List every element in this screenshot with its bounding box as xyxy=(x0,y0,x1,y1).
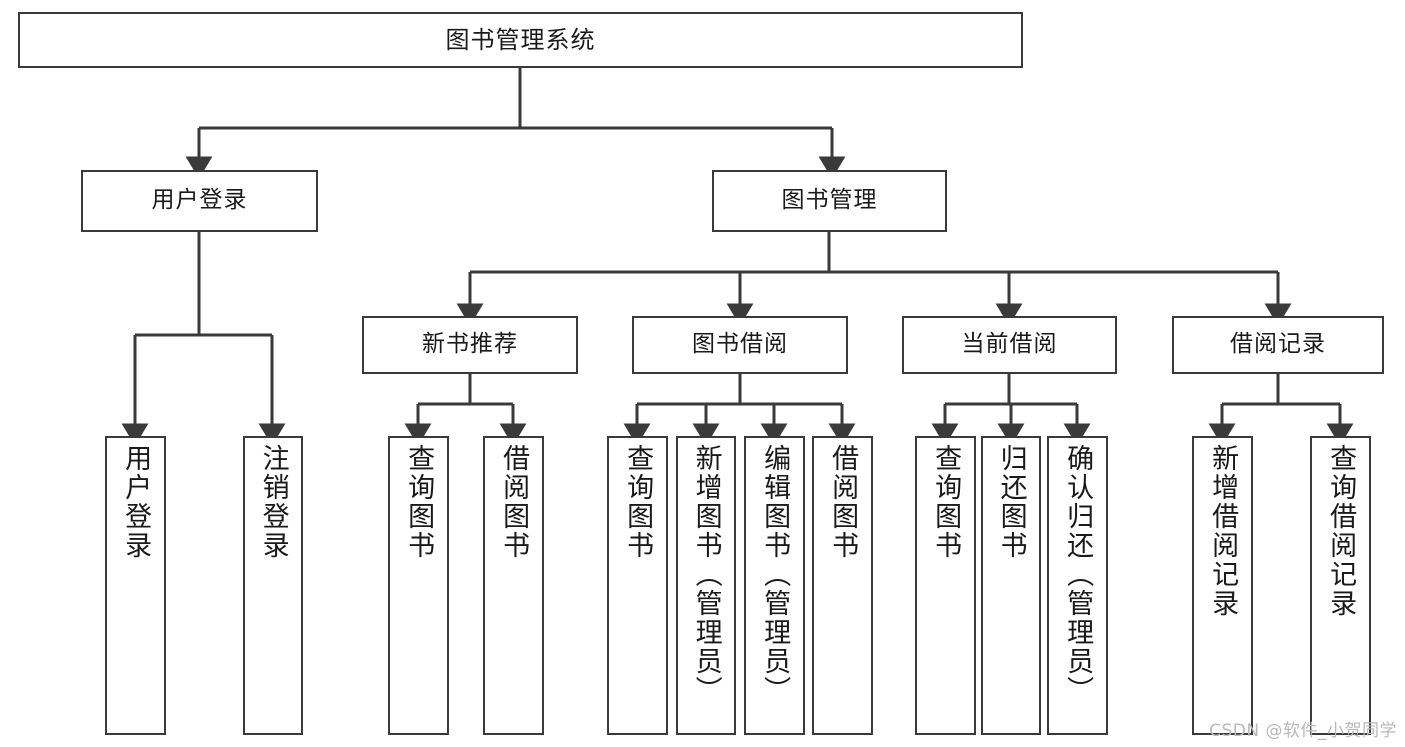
leaf-book-borrow-add[interactable]: 新增图书（管理员） xyxy=(676,436,736,735)
leaf-user-login-signout[interactable]: 注销登录 xyxy=(243,436,303,735)
node-label: 图书管理 xyxy=(781,187,878,214)
node-label: 新增借阅记录 xyxy=(1207,444,1239,618)
node-label: 查询图书 xyxy=(930,444,962,560)
node-borrow-record[interactable]: 借阅记录 xyxy=(1172,316,1384,374)
node-new-book-recommend[interactable]: 新书推荐 xyxy=(362,316,578,374)
leaf-book-borrow-edit[interactable]: 编辑图书（管理员） xyxy=(744,436,805,735)
node-root-system[interactable]: 图书管理系统 xyxy=(18,12,1023,68)
leaf-book-borrow-lend[interactable]: 借阅图书 xyxy=(812,436,873,735)
leaf-current-borrow-query[interactable]: 查询图书 xyxy=(915,436,976,735)
node-book-borrow[interactable]: 图书借阅 xyxy=(632,316,848,374)
node-book-management[interactable]: 图书管理 xyxy=(712,170,947,232)
node-label: 注销登录 xyxy=(257,444,289,560)
node-user-login[interactable]: 用户登录 xyxy=(81,170,318,232)
node-label: 借阅记录 xyxy=(1230,331,1326,358)
node-current-borrow[interactable]: 当前借阅 xyxy=(902,316,1117,374)
leaf-current-borrow-return[interactable]: 归还图书 xyxy=(981,436,1041,735)
node-label: 查询借阅记录 xyxy=(1325,444,1357,618)
node-label: 借阅图书 xyxy=(827,444,859,560)
node-label: 用户登录 xyxy=(151,187,248,214)
node-label: 归还图书 xyxy=(995,444,1027,560)
node-label: 借阅图书 xyxy=(498,444,530,560)
leaf-new-book-query[interactable]: 查询图书 xyxy=(388,436,449,735)
leaf-borrow-record-add[interactable]: 新增借阅记录 xyxy=(1192,436,1253,735)
node-label: 当前借阅 xyxy=(961,331,1058,358)
node-label: 新书推荐 xyxy=(422,331,518,358)
node-label: 确认归还（管理员） xyxy=(1062,444,1094,705)
node-label: 查询图书 xyxy=(403,444,435,560)
node-label: 图书管理系统 xyxy=(445,25,596,54)
watermark: CSDN @软件_小贺同学 xyxy=(1209,721,1397,741)
leaf-borrow-record-query[interactable]: 查询借阅记录 xyxy=(1310,436,1371,735)
node-label: 新增图书（管理员） xyxy=(690,444,722,705)
node-label: 查询图书 xyxy=(622,444,654,560)
node-label: 编辑图书（管理员） xyxy=(759,444,791,705)
leaf-new-book-borrow[interactable]: 借阅图书 xyxy=(483,436,544,735)
leaf-book-borrow-query[interactable]: 查询图书 xyxy=(607,436,668,735)
leaf-user-login-signin[interactable]: 用户登录 xyxy=(105,436,166,735)
node-label: 用户登录 xyxy=(120,444,152,560)
leaf-current-borrow-confirm-return[interactable]: 确认归还（管理员） xyxy=(1047,436,1108,735)
node-label: 图书借阅 xyxy=(692,331,788,358)
